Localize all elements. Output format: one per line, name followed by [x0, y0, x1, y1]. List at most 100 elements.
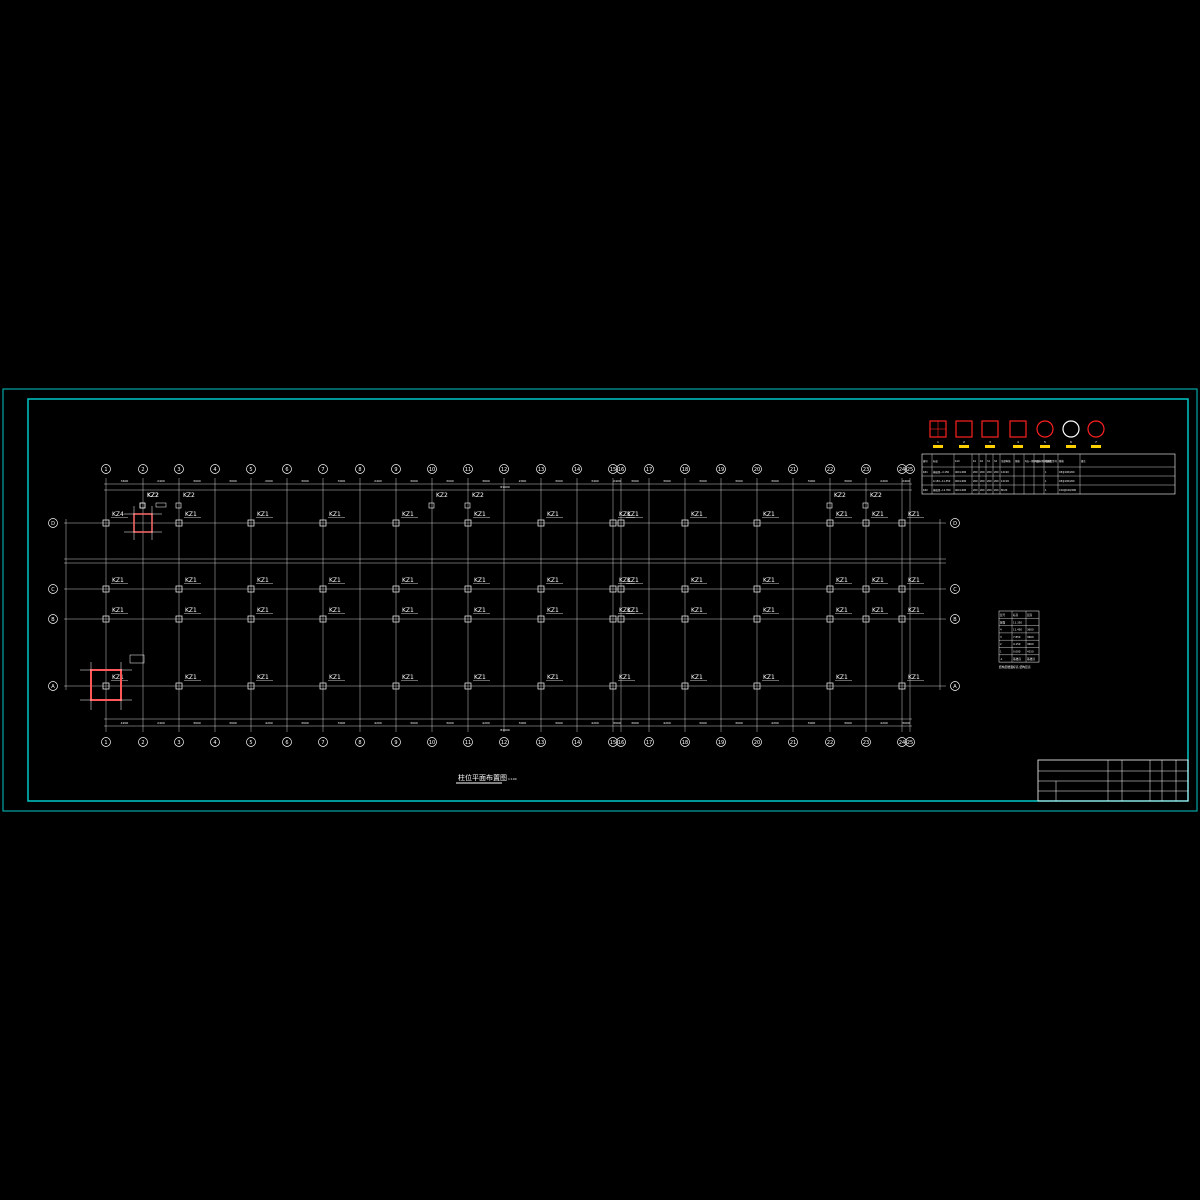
table-header: h1	[987, 460, 991, 463]
axis-bubble-9	[391, 737, 401, 747]
table-frame	[921, 453, 1176, 495]
axis-bubble-23	[861, 737, 871, 747]
column-mark	[826, 682, 834, 690]
column-label: KZ1	[691, 511, 703, 518]
column-mark	[617, 615, 625, 623]
axis-number: 19	[718, 467, 724, 473]
dimension-text: 2400	[613, 479, 621, 483]
dimension-text: 3000	[193, 479, 201, 483]
section-icon-2	[955, 420, 973, 438]
column-label: KZ1	[329, 511, 341, 518]
axis-bubble-5	[246, 464, 256, 474]
table-header: b边一侧中部筋	[1025, 459, 1041, 463]
axis-number: 23	[863, 740, 869, 746]
column-label-upper: KZ2	[472, 492, 484, 499]
section-icon-4	[1009, 420, 1027, 438]
column-label: KZ1	[836, 577, 848, 584]
dimension-text: 3000	[338, 479, 346, 483]
dimension-text: 3000	[193, 721, 201, 725]
axis-letter: C	[953, 587, 957, 593]
axis-number: 23	[863, 467, 869, 473]
section-type-number: 1	[937, 440, 939, 444]
column-mark	[247, 585, 255, 593]
column-label-upper: KZ2	[834, 492, 846, 499]
table-header: 编号	[923, 459, 928, 463]
column-label: KZ1	[329, 577, 341, 584]
axis-number: 15	[610, 467, 616, 473]
column-label: KZ1	[185, 674, 197, 681]
dimension-text: 4200	[374, 721, 382, 725]
table-cell: 基础顶~4.150	[933, 470, 949, 474]
axis-bubble-C	[48, 584, 58, 594]
axis-number: 20	[754, 740, 760, 746]
dimension-text: 3000	[446, 479, 454, 483]
axis-bubble-6	[282, 464, 292, 474]
axis-letter: A	[51, 684, 55, 690]
dimension-text: 4200	[121, 721, 129, 725]
table-cell: 200	[987, 480, 992, 483]
column-label: KZ1	[908, 577, 920, 584]
title-block	[1037, 759, 1189, 802]
column-label: KZ1	[185, 607, 197, 614]
axis-number: 8	[358, 740, 361, 746]
column-mark	[609, 615, 617, 623]
column-label: KZ1	[691, 674, 703, 681]
dimension-text: 3000	[410, 479, 418, 483]
dimension-text: 3000	[631, 479, 639, 483]
column-mark	[681, 682, 689, 690]
column-mark	[898, 519, 906, 527]
table-cell: KZ2	[923, 489, 928, 492]
column-label: KZ1	[619, 674, 631, 681]
column-mark	[102, 519, 110, 527]
dimension-text: 2400	[902, 479, 910, 483]
dimension-text: 3000	[446, 721, 454, 725]
axis-number: 14	[574, 467, 580, 473]
column-mark	[175, 585, 183, 593]
axis-bubble-A	[48, 681, 58, 691]
table-cell: 4.150~11.350	[933, 480, 951, 483]
section-type-number: 4	[1017, 440, 1019, 444]
axis-bubble-25	[905, 464, 915, 474]
table-header: b×h	[955, 460, 961, 463]
section-type-tag	[1040, 445, 1050, 448]
axis-number: 6	[285, 740, 288, 746]
column-label: KZ1	[257, 577, 269, 584]
dimension-text: 3000	[808, 479, 816, 483]
axis-bubble-22	[825, 464, 835, 474]
table-cell: 400×400	[955, 471, 967, 474]
table-cell: 200	[994, 489, 999, 492]
level-cell: 3	[1000, 635, 1002, 639]
axis-number: 18	[682, 467, 688, 473]
column-mark	[862, 585, 870, 593]
axis-bubble-13	[536, 464, 546, 474]
column-label-upper: KZ2	[183, 492, 195, 499]
column-mark	[175, 502, 182, 509]
axis-letter: B	[51, 617, 55, 623]
dimension-text: 3000	[410, 721, 418, 725]
axis-bubble-B	[950, 614, 960, 624]
column-mark	[753, 682, 761, 690]
table-cell: 200	[973, 489, 978, 492]
kz4-section-detail	[124, 502, 167, 540]
column-mark	[464, 502, 471, 509]
section-type-number: 3	[989, 440, 991, 444]
sheet-inner-border	[27, 398, 1189, 802]
total-dimension: 81900	[500, 728, 510, 732]
axis-bubble-2	[138, 464, 148, 474]
axis-bubble-22	[825, 737, 835, 747]
column-mark	[609, 519, 617, 527]
column-label: KZ1	[547, 607, 559, 614]
axis-number: 8	[358, 467, 361, 473]
dimension-text: 2400	[157, 479, 165, 483]
axis-number: 22	[827, 467, 833, 473]
column-mark	[753, 585, 761, 593]
axis-number: 2	[141, 740, 144, 746]
column-mark	[428, 502, 435, 509]
axis-bubble-20	[752, 464, 762, 474]
axis-number: 11	[465, 740, 471, 746]
axis-bubble-10	[427, 464, 437, 474]
column-mark	[102, 585, 110, 593]
axis-bubble-4	[210, 464, 220, 474]
